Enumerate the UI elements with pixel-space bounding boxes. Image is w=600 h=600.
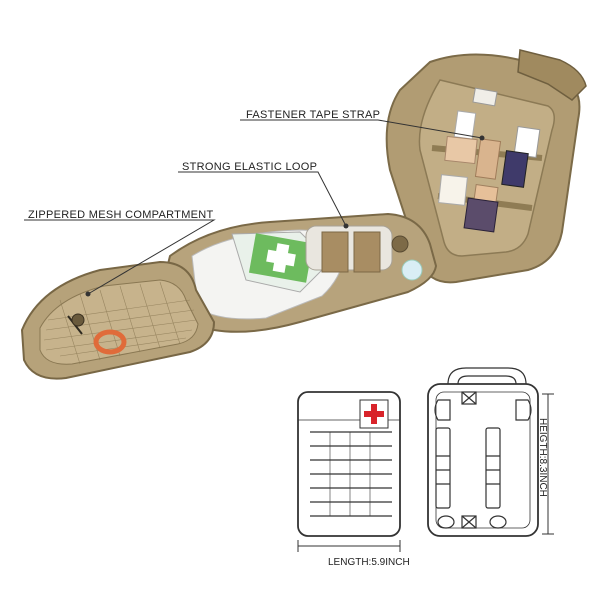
height-dimension-line [542,393,554,535]
pouch-back-panel [385,49,587,284]
callout-zippered-mesh-compartment: ZIPPERED MESH COMPARTMENT [28,209,214,221]
back-view-drawing [427,367,539,537]
front-view-drawing [297,391,401,537]
red-cross-icon [364,404,384,424]
callout-strong-elastic-loop: STRONG ELASTIC LOOP [182,161,318,173]
length-dimension-line [297,540,401,552]
callout-fastener-tape-strap: FASTENER TAPE STRAP [246,109,381,121]
callout-leaders [24,119,485,297]
mesh-compartment-flap [20,260,216,380]
length-label: LENGTH:5.9INCH [328,557,410,568]
height-label: HEIGTH:8.3INCH [537,418,548,497]
green-cross-icon [266,243,296,273]
